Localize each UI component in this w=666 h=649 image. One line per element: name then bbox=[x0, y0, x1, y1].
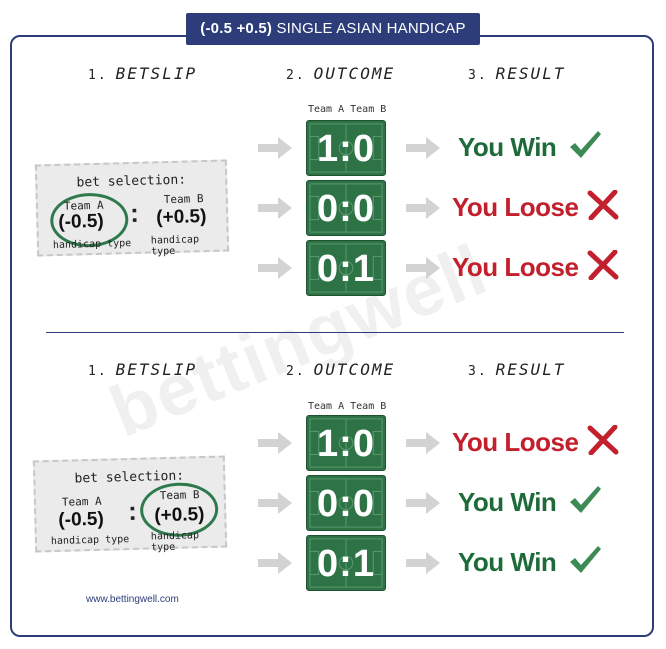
result-win: You Win bbox=[458, 487, 557, 517]
handicap-type-b: handicap type bbox=[150, 234, 200, 258]
handicap-type-b: handicap type bbox=[150, 530, 200, 554]
team-b-label: Team B bbox=[159, 488, 200, 503]
checkmark-icon bbox=[568, 485, 602, 515]
bet-ticket-top: bet selection: Team A (-0.5) : Team B (+… bbox=[34, 159, 230, 258]
team-b-handicap: (+0.5) bbox=[154, 504, 205, 527]
scoreboard: 0:1 bbox=[306, 240, 386, 296]
step-betslip-top: 1.BETSLIP bbox=[88, 64, 198, 83]
page-title: (-0.5 +0.5) SINGLE ASIAN HANDICAP bbox=[186, 13, 480, 45]
scoreboard: 0:1 bbox=[306, 535, 386, 591]
arrow-right-icon bbox=[406, 492, 442, 514]
step-result-bottom: 3.RESULT bbox=[468, 360, 566, 379]
step-outcome-top: 2.OUTCOME bbox=[286, 64, 396, 83]
footer-url[interactable]: www.bettingwell.com bbox=[86, 594, 179, 605]
ticket-colon: : bbox=[127, 495, 138, 527]
arrow-right-icon bbox=[258, 492, 294, 514]
cross-icon bbox=[586, 424, 620, 456]
result-win: You Win bbox=[458, 132, 557, 162]
team-a-label: Team A bbox=[61, 494, 102, 509]
score-value: 1:0 bbox=[317, 423, 375, 465]
team-b-handicap: (+0.5) bbox=[155, 206, 207, 229]
score-value: 0:1 bbox=[317, 543, 375, 585]
scoreboard: 1:0 bbox=[306, 120, 386, 176]
title-rest: SINGLE ASIAN HANDICAP bbox=[272, 20, 466, 37]
score-value: 1:0 bbox=[317, 128, 375, 170]
bet-selection-label: bet selection: bbox=[76, 172, 187, 191]
section-divider bbox=[46, 332, 624, 333]
arrow-right-icon bbox=[258, 432, 294, 454]
result-lose: You Loose bbox=[452, 192, 579, 222]
teams-header-top: Team A Team B bbox=[308, 104, 387, 115]
step-outcome-bottom: 2.OUTCOME bbox=[286, 360, 396, 379]
ticket-colon: : bbox=[129, 197, 140, 229]
arrow-right-icon bbox=[258, 197, 294, 219]
arrow-right-icon bbox=[258, 552, 294, 574]
checkmark-icon bbox=[568, 545, 602, 575]
teams-header-bottom: Team A Team B bbox=[308, 401, 387, 412]
handicap-type-a: handicap type bbox=[50, 534, 130, 548]
title-bold: (-0.5 +0.5) bbox=[200, 20, 273, 37]
arrow-right-icon bbox=[406, 257, 442, 279]
result-lose: You Loose bbox=[452, 427, 579, 457]
score-value: 0:1 bbox=[317, 248, 375, 290]
step-betslip-bottom: 1.BETSLIP bbox=[88, 360, 198, 379]
cross-icon bbox=[586, 189, 620, 221]
arrow-right-icon bbox=[258, 137, 294, 159]
score-value: 0:0 bbox=[317, 188, 375, 230]
result-lose: You Loose bbox=[452, 252, 579, 282]
score-value: 0:0 bbox=[317, 483, 375, 525]
scoreboard: 0:0 bbox=[306, 180, 386, 236]
handicap-type-a: handicap type bbox=[52, 238, 132, 252]
team-b-label: Team B bbox=[163, 192, 204, 207]
step-result-top: 3.RESULT bbox=[468, 64, 566, 83]
team-a-handicap: (-0.5) bbox=[58, 210, 105, 233]
cross-icon bbox=[586, 249, 620, 281]
team-a-handicap: (-0.5) bbox=[58, 508, 105, 531]
scoreboard: 1:0 bbox=[306, 415, 386, 471]
arrow-right-icon bbox=[406, 137, 442, 159]
arrow-right-icon bbox=[406, 552, 442, 574]
result-win: You Win bbox=[458, 547, 557, 577]
arrow-right-icon bbox=[258, 257, 294, 279]
bet-ticket-bottom: bet selection: Team A (-0.5) : Team B (+… bbox=[32, 455, 228, 554]
arrow-right-icon bbox=[406, 432, 442, 454]
arrow-right-icon bbox=[406, 197, 442, 219]
checkmark-icon bbox=[568, 130, 602, 160]
scoreboard: 0:0 bbox=[306, 475, 386, 531]
